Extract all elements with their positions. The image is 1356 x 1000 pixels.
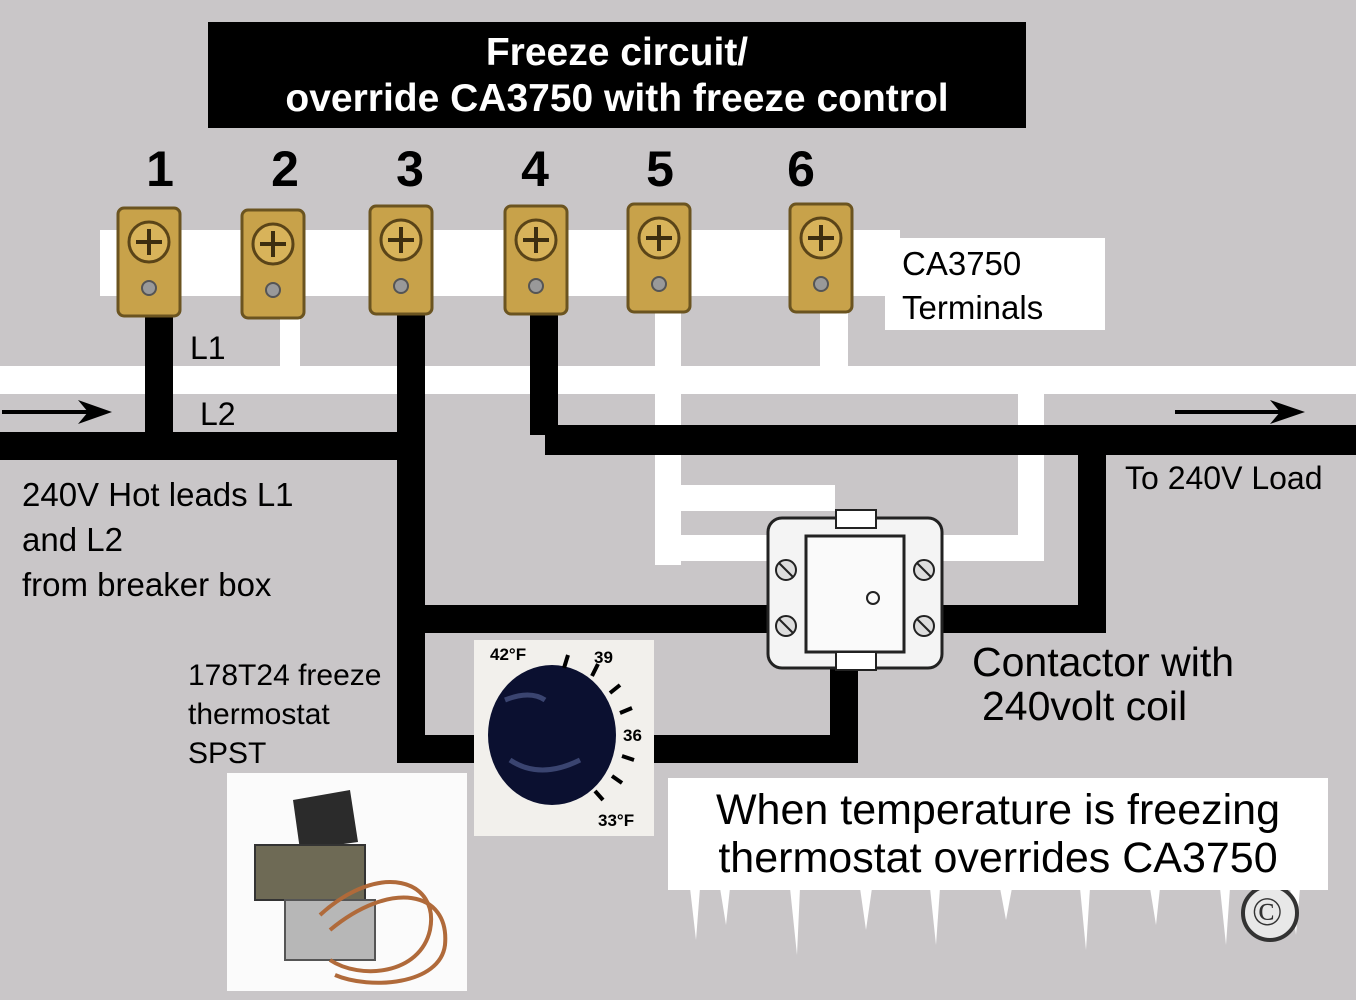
white-wire-5-h — [655, 485, 835, 511]
black-wire-coil — [830, 655, 858, 763]
contactor-label-line-1: Contactor with — [972, 639, 1235, 685]
terminal-3-icon — [368, 204, 434, 316]
terminals-label-line-2: Terminals — [902, 289, 1044, 326]
dial-knob — [488, 665, 616, 805]
terminal-4-icon — [503, 204, 569, 316]
freeze-note: When temperature is freezing thermostat … — [668, 778, 1328, 890]
white-wire-return — [1018, 385, 1044, 560]
l2-label: L2 — [200, 396, 236, 432]
terminal-5-icon — [626, 202, 692, 314]
terminal-number-2: 2 — [271, 141, 299, 197]
supply-label: 240V Hot leads L1 and L2 from breaker bo… — [22, 472, 294, 607]
terminal-2-icon — [240, 208, 306, 320]
icicles — [690, 888, 1300, 955]
freeze-note-line-2: thermostat overrides CA3750 — [718, 834, 1278, 882]
title-line-1: Freeze circuit/ — [485, 31, 749, 74]
thermostat-label: 178T24 freeze thermostat SPST — [188, 656, 381, 773]
terminal-number-4: 4 — [521, 141, 549, 197]
output-arrow-icon — [1175, 400, 1305, 424]
terminal-1-icon — [116, 206, 182, 318]
dial-ticks — [562, 654, 635, 802]
contactor-label: Contactor with 240volt coil — [972, 640, 1234, 728]
load-label: To 240V Load — [1125, 460, 1323, 496]
white-wire-return-h — [940, 535, 1044, 561]
thermostat-label-line-3: SPST — [188, 737, 267, 770]
dial-label-33: 33°F — [598, 811, 635, 830]
input-arrow-icon — [2, 400, 112, 424]
dial-label-36: 36 — [623, 726, 642, 745]
terminal-6-icon — [788, 202, 854, 314]
freeze-thermostat-photo — [227, 773, 467, 991]
thermostat-label-line-2: thermostat — [188, 698, 330, 731]
black-wire-contactor — [397, 605, 797, 633]
white-wire-5 — [655, 265, 681, 565]
thermostat-label-line-1: 178T24 freeze — [188, 659, 382, 692]
dial-label-42: 42°F — [490, 645, 527, 664]
black-wire-3 — [397, 270, 425, 760]
terminal-label-box — [885, 238, 1105, 330]
terminal-strip — [100, 230, 900, 296]
black-wire-load-drop — [1078, 440, 1106, 630]
black-bus-l2 — [0, 432, 420, 460]
copyright-symbol: © — [1252, 889, 1283, 934]
terminal-number-6: 6 — [787, 141, 815, 197]
black-wire-load — [545, 425, 1356, 455]
supply-label-line-2: and L2 — [22, 521, 123, 558]
supply-label-line-3: from breaker box — [22, 566, 272, 603]
title-line-2: override CA3750 with freeze control — [285, 77, 949, 120]
dial-label-39: 39 — [594, 648, 613, 667]
terminal-number-1: 1 — [146, 141, 174, 197]
terminals-label: CA3750 Terminals — [902, 242, 1043, 330]
contactor-label-line-2: 240volt coil — [982, 683, 1188, 729]
terminal-number-5: 5 — [646, 141, 674, 197]
terminal-number-3: 3 — [396, 141, 424, 197]
l1-label: L1 — [190, 330, 226, 366]
black-wire-load-h — [930, 605, 1106, 633]
diagram-title: Freeze circuit/ override CA3750 with fre… — [208, 22, 1026, 128]
terminals-label-line-1: CA3750 — [902, 245, 1022, 282]
freeze-note-line-1: When temperature is freezing — [715, 786, 1281, 834]
contactor-icon — [766, 509, 944, 671]
thermostat-dial-icon — [474, 640, 654, 836]
supply-label-line-1: 240V Hot leads L1 — [22, 476, 294, 513]
terminal-screws — [116, 202, 854, 320]
